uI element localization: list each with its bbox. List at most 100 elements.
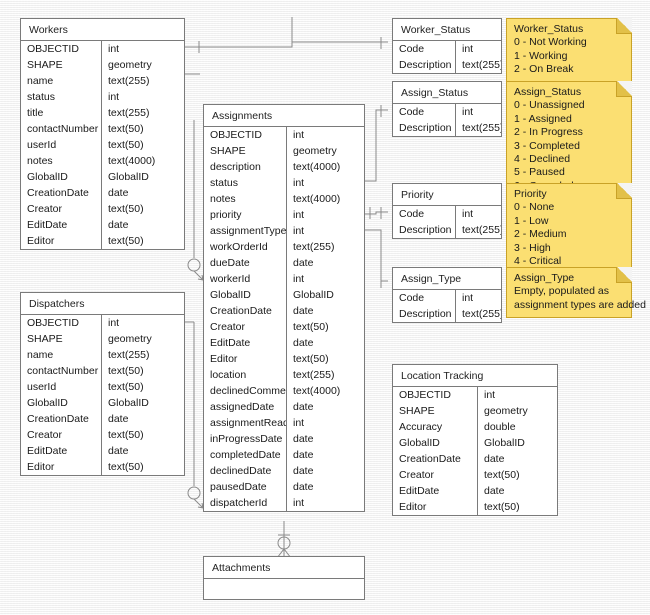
- field-type: text(255): [101, 105, 184, 121]
- note-line: Assign_Status: [514, 86, 582, 98]
- field-name: Creator: [210, 321, 246, 333]
- field-type: text(50): [286, 319, 364, 335]
- entity-dispatchers[interactable]: Dispatchers OBJECTID int SHAPE geometry na…: [20, 292, 185, 476]
- entity-attachments[interactable]: Attachments: [203, 556, 365, 600]
- field-name: OBJECTID: [27, 317, 79, 329]
- field-type: geometry: [101, 331, 184, 347]
- entity-title-assign-type: Assign_Type: [393, 268, 501, 290]
- field-type: text(255): [455, 57, 501, 73]
- field-name: Creator: [27, 429, 63, 441]
- note-line: 1 - Low: [514, 214, 549, 227]
- note-fold-icon: [616, 81, 632, 97]
- note-line: 0 - Not Working: [514, 36, 587, 49]
- field-type: geometry: [286, 143, 364, 159]
- note-assign-type[interactable]: Assign_Type Empty, populated as assignme…: [506, 267, 646, 319]
- field-type: date: [286, 255, 364, 271]
- field-type: date: [101, 185, 184, 201]
- field-type: int: [455, 290, 501, 306]
- note-line: 3 - High: [514, 241, 551, 254]
- field-name: Description: [399, 224, 452, 236]
- field-type: text(255): [101, 347, 184, 363]
- field-name: pausedDate: [210, 481, 267, 493]
- note-worker-status[interactable]: Worker_Status 0 - Not Working 1 - Workin…: [506, 18, 632, 83]
- field-type: text(50): [101, 379, 184, 395]
- note-priority[interactable]: Priority 0 - None 1 - Low 2 - Medium 3 -…: [506, 183, 632, 275]
- field-name: SHAPE: [27, 333, 63, 345]
- field-type: int: [455, 206, 501, 222]
- field-name: userId: [27, 381, 57, 393]
- field-name: contactNumber: [27, 365, 99, 377]
- field-name: OBJECTID: [399, 389, 451, 401]
- field-type: text(4000): [286, 383, 364, 399]
- note-line: 1 - Assigned: [514, 112, 572, 125]
- field-type: GlobalID: [101, 395, 184, 411]
- field-type: date: [286, 303, 364, 319]
- field-name: status: [27, 91, 56, 103]
- field-type: text(50): [101, 201, 184, 217]
- note-assign-status[interactable]: Assign_Status 0 - Unassigned 1 - Assigne…: [506, 81, 632, 200]
- entity-title-attachments: Attachments: [204, 557, 364, 579]
- field-type: int: [286, 127, 364, 143]
- field-type: text(4000): [286, 191, 364, 207]
- note-line: Empty, populated as: [514, 285, 609, 298]
- field-type: int: [286, 223, 364, 239]
- entity-title-assign-status: Assign_Status: [393, 82, 501, 104]
- field-row: Creator text(50): [204, 319, 364, 335]
- entity-title-worker-status: Worker_Status: [393, 19, 501, 41]
- note-fold-icon: [616, 183, 632, 199]
- field-type: int: [101, 315, 184, 331]
- field-type: text(255): [286, 367, 364, 383]
- field-name: dispatcherId: [210, 497, 268, 509]
- field-name: Code: [399, 292, 425, 304]
- entity-title-dispatchers: Dispatchers: [21, 293, 184, 315]
- crowfoot-zero-workers: [187, 258, 201, 272]
- field-type: text(4000): [101, 153, 184, 169]
- note-line: Worker_Status: [514, 23, 584, 35]
- note-line: 0 - Unassigned: [514, 99, 585, 112]
- entity-title-location-tracking: Location Tracking: [393, 365, 557, 387]
- field-type: date: [101, 443, 184, 459]
- field-type: int: [455, 104, 501, 120]
- field-name: EditDate: [27, 445, 68, 457]
- field-type: int: [477, 387, 557, 403]
- field-name: Editor: [399, 501, 427, 513]
- field-type: date: [477, 483, 557, 499]
- field-name: OBJECTID: [210, 129, 262, 141]
- field-type: text(255): [455, 306, 501, 322]
- field-type: text(50): [477, 467, 557, 483]
- wire-assigntype-to-assigntype: [365, 229, 388, 282]
- field-name: GlobalID: [27, 171, 68, 183]
